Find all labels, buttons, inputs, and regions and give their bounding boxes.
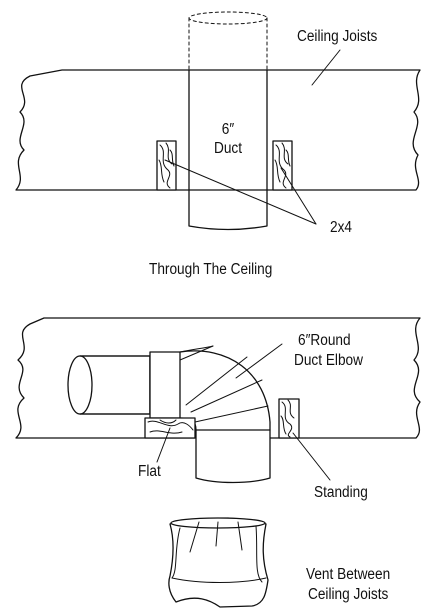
vent-body	[168, 517, 269, 608]
flat-label: Flat	[138, 463, 161, 480]
leader-2x4-right	[280, 167, 317, 225]
leader-2x4-left	[164, 159, 317, 225]
joist-2x4-right	[272, 140, 293, 191]
ceiling-joists-label: Ceiling Joists	[297, 28, 378, 45]
leader-elbow	[235, 343, 283, 379]
standing-label: Standing	[314, 484, 368, 501]
duct-size-label: 6″	[221, 121, 235, 138]
ceiling-slab-2	[15, 317, 421, 439]
leader-standing	[292, 432, 331, 481]
vent-label-line2: Ceiling Joists	[308, 586, 389, 603]
ceiling-slab-1	[15, 69, 421, 191]
elbow-label-line2: Duct Elbow	[294, 352, 363, 369]
elbow-figure	[15, 317, 421, 484]
vent-label-line1: Vent Between	[306, 566, 391, 583]
through-ceiling-figure	[15, 11, 421, 231]
leader-ceiling-joists	[311, 49, 341, 86]
through-ceiling-caption: Through The Ceiling	[149, 261, 273, 278]
lumber-2x4-label: 2x4	[330, 219, 352, 236]
elbow-label-line1: 6″Round	[298, 332, 351, 349]
duct-bottom	[188, 189, 268, 231]
duct-top-dashed	[188, 11, 268, 25]
joist-2x4-left	[156, 140, 177, 191]
round-duct-horizontal	[67, 355, 151, 415]
duct-word-label: Duct	[213, 140, 243, 157]
vent-figure	[168, 517, 269, 608]
joist-2x4-standing	[278, 398, 300, 439]
leader-flat	[156, 427, 171, 463]
